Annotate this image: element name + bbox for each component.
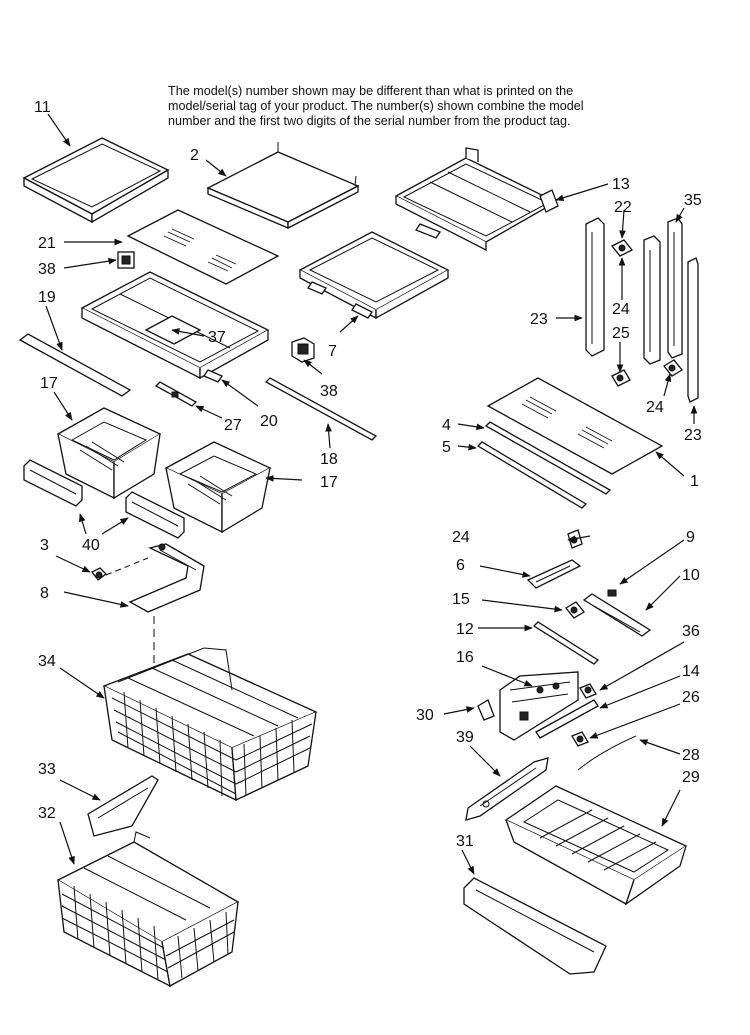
callout-20: 20: [260, 413, 278, 430]
disclaimer-line-2: model/serial tag of your product. The nu…: [168, 99, 584, 113]
callout-13: 13: [612, 176, 630, 193]
part-12-rod: [532, 621, 600, 665]
callout-30: 30: [416, 707, 434, 724]
callout-35: 35: [684, 192, 702, 209]
callout-9: 9: [686, 529, 695, 546]
callout-14: 14: [682, 663, 700, 680]
part-20-crisper-frame: [80, 271, 270, 383]
part-15-screw: [565, 601, 585, 619]
callout-34: 34: [38, 653, 56, 670]
part-39-handle: [465, 757, 549, 821]
part-2-shelf-frame: [206, 142, 360, 230]
callout-3: 3: [40, 537, 49, 554]
part-40-handle-b: [125, 491, 185, 539]
part-35-rail: [667, 217, 683, 359]
part-33-divider: [87, 775, 159, 837]
part-10-slide: [582, 593, 652, 637]
part-29-pan: [504, 785, 688, 906]
leader-lines: [45, 113, 698, 875]
part-7-shelf: [298, 231, 450, 320]
part-24-screw-b: [663, 359, 683, 377]
callout-24-c: 24: [452, 529, 470, 546]
callout-8: 8: [40, 585, 49, 602]
callout-19: 19: [38, 289, 56, 306]
callout-15: 15: [452, 591, 470, 608]
callout-12: 12: [456, 621, 474, 638]
callout-29: 29: [682, 769, 700, 786]
part-31-cover: [463, 877, 607, 975]
part-38-clip-a: [117, 251, 135, 269]
callout-31: 31: [456, 833, 474, 850]
disclaimer-note: The model(s) number shown may be differe…: [168, 84, 608, 129]
part-36-screw: [579, 683, 597, 699]
part-4-strip: [484, 421, 612, 495]
callout-2: 2: [190, 147, 199, 164]
part-19-rail: [18, 333, 132, 397]
callout-32: 32: [38, 805, 56, 822]
part-1-glass: [486, 377, 664, 475]
callout-26: 26: [682, 689, 700, 706]
part-40-handle-a: [23, 459, 83, 507]
part-32-wire-basket: [56, 831, 240, 988]
part-3-screw: [91, 567, 107, 581]
callout-24-a: 24: [612, 301, 630, 318]
part-6-bracket: [526, 559, 582, 589]
callout-38-b: 38: [320, 383, 338, 400]
callout-18: 18: [320, 451, 338, 468]
callout-4: 4: [442, 417, 451, 434]
callout-21: 21: [38, 235, 56, 252]
callout-23-b: 23: [684, 427, 702, 444]
callout-27: 27: [224, 417, 242, 434]
part-18-strip: [264, 377, 378, 441]
callout-24-b: 24: [646, 399, 664, 416]
disclaimer-line-3: number and the first two digits of the s…: [168, 114, 571, 128]
callout-39: 39: [456, 729, 474, 746]
part-23-rail-right: [687, 257, 699, 403]
callout-numbers: 11 2 13 22 35 21 38 19 37 7 38 23 24 25 …: [34, 99, 702, 850]
callout-7: 7: [328, 343, 337, 360]
part-17-bin-right: [164, 441, 272, 534]
callout-16: 16: [456, 649, 474, 666]
part-34-wire-basket: [102, 647, 318, 802]
part-13-cover-frame: [394, 147, 559, 252]
part-25-screw: [611, 369, 631, 387]
part-27-clip: [154, 381, 198, 407]
callout-1: 1: [690, 473, 699, 490]
part-38-clip-b: [291, 337, 315, 363]
callout-17-b: 17: [320, 474, 338, 491]
part-9-clip: [607, 589, 617, 597]
part-21-glass: [126, 209, 280, 285]
callout-37: 37: [208, 329, 226, 346]
callout-5: 5: [442, 439, 451, 456]
callout-11: 11: [34, 99, 51, 116]
part-11-shelf: [22, 137, 170, 224]
callout-22: 22: [614, 199, 632, 216]
part-16-housing: [499, 671, 579, 741]
part-8-bracket: [128, 543, 205, 613]
callout-38-a: 38: [38, 261, 56, 278]
part-14-bar: [535, 699, 599, 739]
callout-25: 25: [612, 325, 630, 342]
callout-10: 10: [682, 567, 700, 584]
disclaimer-line-1: The model(s) number shown may be differe…: [168, 84, 574, 98]
part-26-screw: [571, 731, 589, 747]
callout-23-a: 23: [530, 311, 548, 328]
callout-28: 28: [682, 747, 700, 764]
callout-6: 6: [456, 557, 465, 574]
callout-33: 33: [38, 761, 56, 778]
part-22-rail: [643, 235, 661, 365]
part-23-rail-left: [585, 217, 605, 357]
part-24-screw-a: [610, 239, 634, 257]
assembly-line-3: [105, 557, 149, 576]
callout-17-a: 17: [40, 375, 58, 392]
part-17-bin-left: [56, 407, 162, 500]
callout-40: 40: [82, 537, 100, 554]
callout-36: 36: [682, 623, 700, 640]
part-5-strip: [476, 441, 588, 509]
part-28-wire: [577, 735, 637, 771]
part-30-clip: [477, 699, 495, 721]
